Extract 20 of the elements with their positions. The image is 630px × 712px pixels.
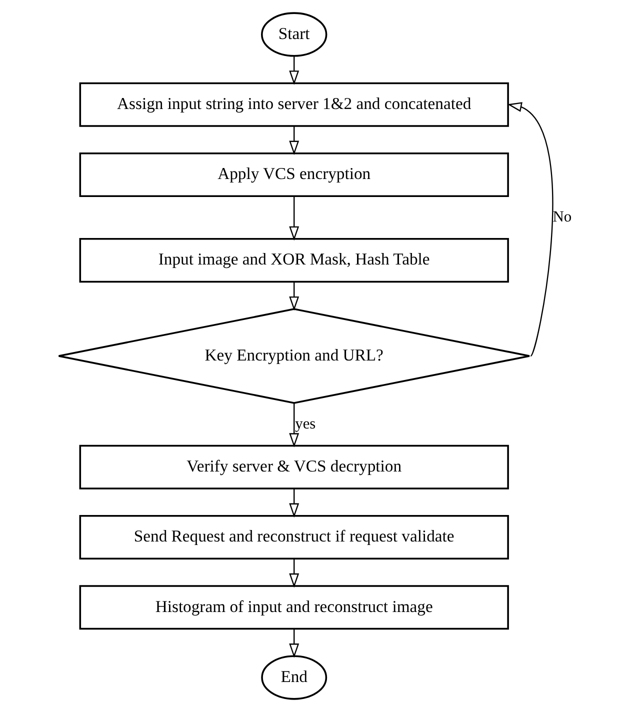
node-box: Assign input string into server 1&2 and concatenated <box>78 82 508 127</box>
edge-label: No <box>552 208 572 226</box>
node-ellipse: Start <box>260 12 327 57</box>
arrow <box>288 628 299 658</box>
node-box: Send Request and reconstruct if request validate <box>78 514 508 560</box>
node-box: Apply VCS encryption <box>78 152 508 198</box>
node-box: Input image and XOR Mask, Hash Table <box>78 238 508 283</box>
node-diamond: Key Encryption and URL? <box>57 308 530 404</box>
arrow <box>288 56 299 85</box>
arrow <box>288 126 299 156</box>
node-ellipse: End <box>260 655 327 700</box>
arrow <box>288 403 299 448</box>
node-box: Histogram of input and reconstruct image <box>78 585 508 630</box>
edge-label: yes <box>294 415 316 432</box>
arrow <box>288 282 299 311</box>
node-box: Verify server & VCS decryption <box>78 444 508 490</box>
arrow <box>506 102 553 356</box>
arrow <box>288 558 299 588</box>
arrow <box>288 196 299 241</box>
arrow <box>288 488 299 518</box>
